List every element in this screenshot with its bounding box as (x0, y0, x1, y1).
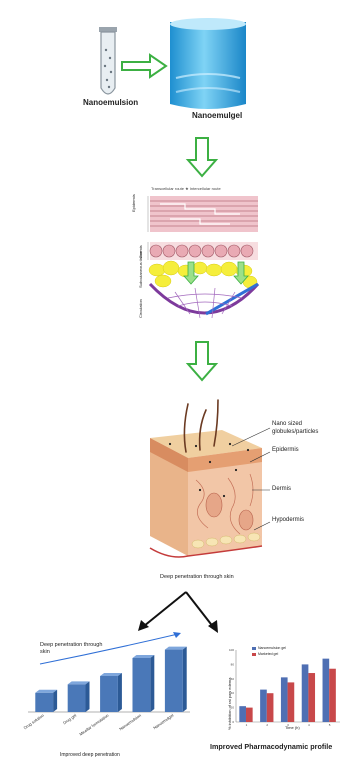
right-chart-y-tick: 0 (232, 720, 234, 724)
right-bar (323, 659, 330, 722)
legend-swatch (252, 647, 256, 650)
right-chart-y-tick: 80 (231, 662, 235, 666)
right-chart-x-tick: 1 (246, 723, 248, 727)
right-chart-xlabel: Time (h) (285, 725, 300, 730)
right-bar (288, 682, 295, 722)
right-bar (329, 669, 336, 722)
right-chart-legend-1: Nanoemulsion gel (258, 646, 286, 650)
right-chart-x-tick: 2 (266, 723, 268, 727)
right-chart-y-tick: 100 (229, 648, 234, 652)
right-chart-caption: Improved Pharmacodynamic profile (210, 742, 332, 751)
right-bar (260, 690, 267, 722)
legend-swatch (252, 653, 256, 656)
right-bar (246, 708, 253, 722)
right-chart-x-tick: 4 (308, 723, 310, 727)
right-bar (267, 693, 274, 722)
right-chart-x-tick: 5 (329, 723, 331, 727)
right-bar (239, 706, 246, 722)
right-chart-ylabel: % inhibition of rat paw edema (227, 678, 232, 730)
right-bar (281, 677, 288, 722)
right-bar (308, 673, 315, 722)
right-chart-legend-2: Marketed gel (258, 652, 278, 656)
right-bar (302, 664, 309, 722)
